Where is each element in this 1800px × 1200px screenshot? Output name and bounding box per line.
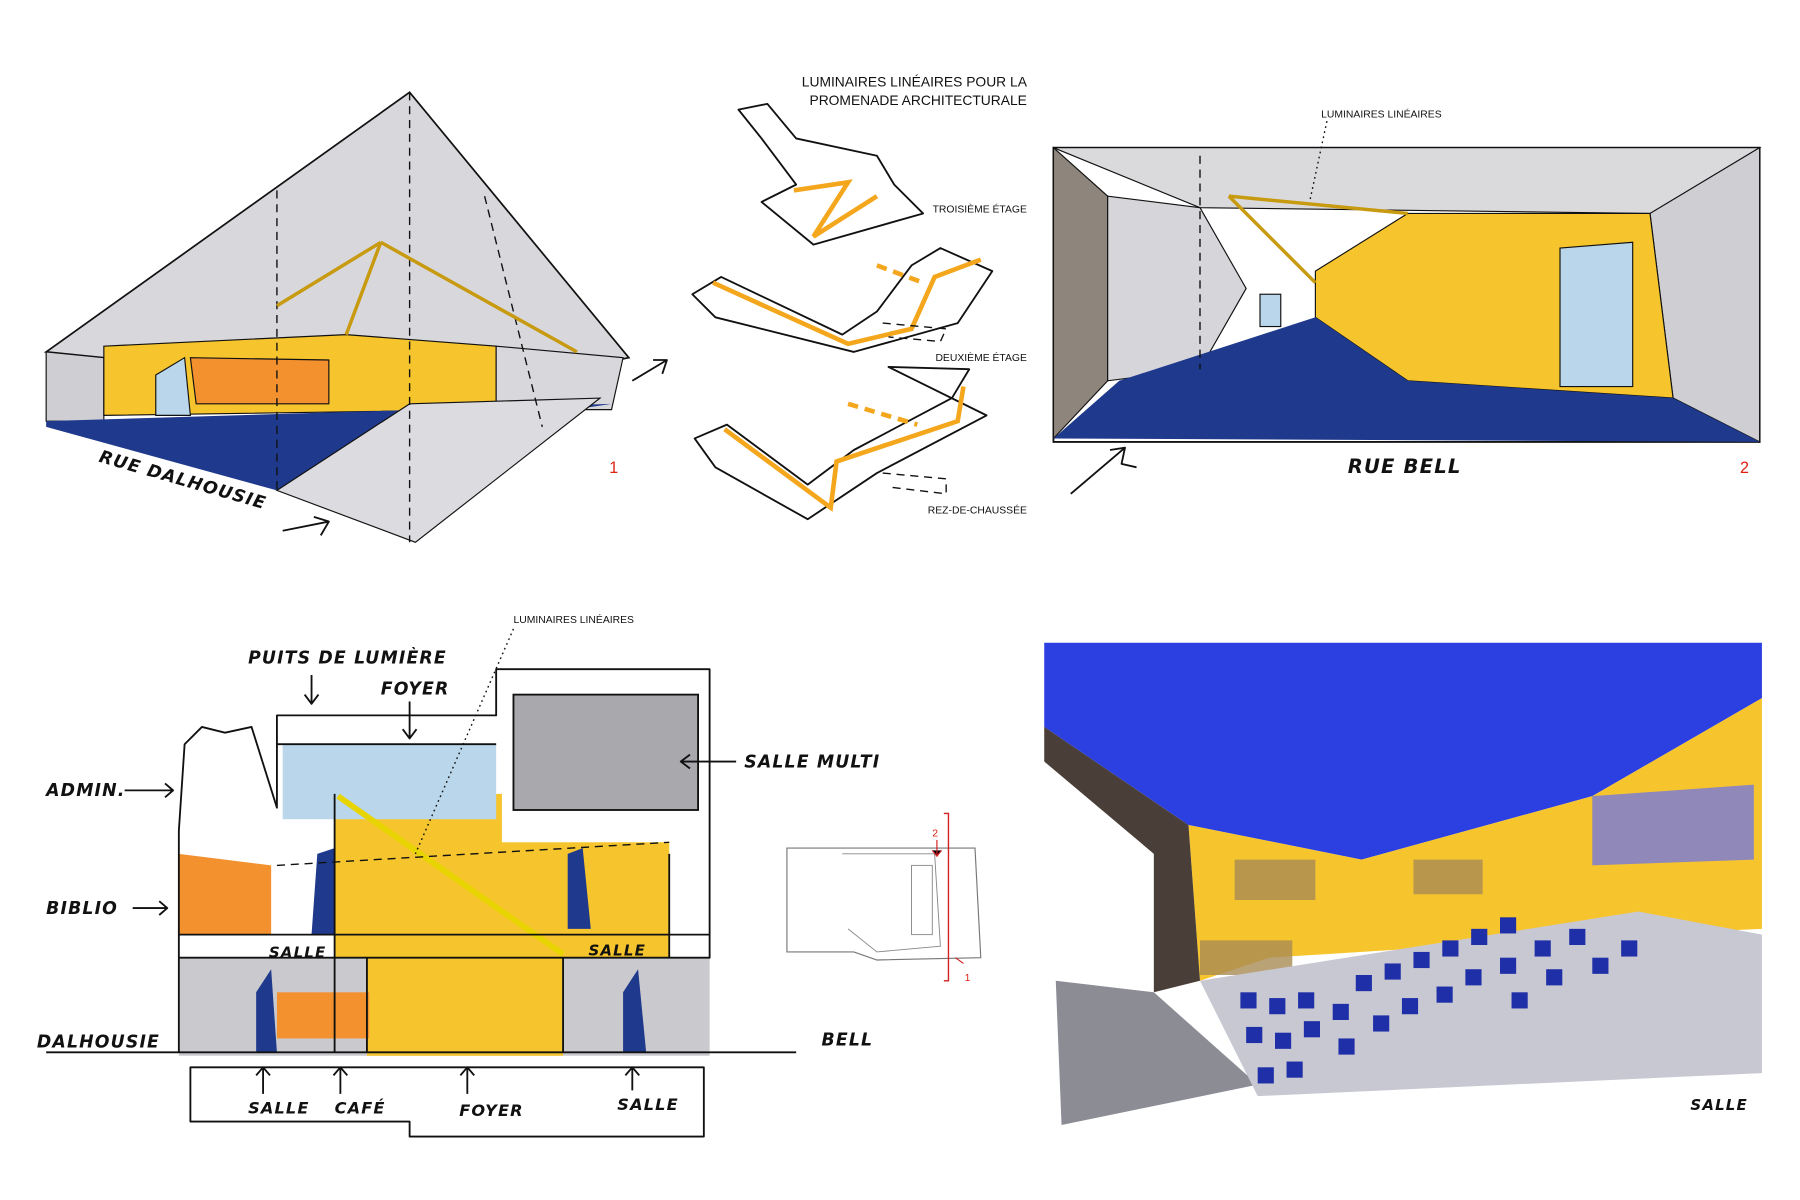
- label-salle-left: SALLE: [269, 944, 327, 962]
- label-admin: ADMIN.: [44, 781, 125, 801]
- luminaires-annotation-section: LUMINAIRES LINÉAIRES: [513, 613, 634, 626]
- level-label-second: DEUXIÈME ÉTAGE: [935, 351, 1027, 364]
- label-biblio: BIBLIO: [46, 899, 118, 919]
- label-bell: BELL: [822, 1030, 874, 1050]
- luminaires-annotation-2: LUMINAIRES LINÉAIRES: [1321, 108, 1442, 121]
- label-salle-sketch: SALLE: [1690, 1096, 1748, 1114]
- sketch-3-salle: SALLE: [1044, 642, 1762, 1125]
- sketch-2-perspective: LUMINAIRES LINÉAIRES RUE BELL 2: [1052, 108, 1762, 495]
- key-plan: 2 1: [786, 812, 982, 984]
- seats: [1240, 917, 1638, 1084]
- sketch-1-perspective: RUE DALHOUSIE 1: [43, 91, 668, 543]
- view-number-2: 2: [1740, 459, 1749, 477]
- building-section: LUMINAIRES LINÉAIRES PUITS DE LUMIÈRE FO…: [37, 613, 880, 1138]
- keyplan-marker-1: 1: [965, 973, 971, 984]
- label-bottom-cafe: CAFÉ: [335, 1098, 386, 1117]
- diagram-title-line2: PROMENADE ARCHITECTURALE: [809, 92, 1026, 108]
- luminaires-diagram: LUMINAIRES LINÉAIRES POUR LA PROMENADE A…: [691, 74, 1028, 521]
- keyplan-marker-2: 2: [932, 829, 938, 840]
- label-salle-multi: SALLE MULTI: [744, 752, 880, 772]
- view-number-1: 1: [609, 459, 618, 477]
- diagram-title-line1: LUMINAIRES LINÉAIRES POUR LA: [802, 74, 1028, 90]
- level-label-third: TROISIÈME ÉTAGE: [933, 202, 1027, 215]
- label-foyer-top: FOYER: [381, 680, 450, 700]
- label-puits-de-lumiere: PUITS DE LUMIÈRE: [248, 646, 447, 668]
- label-bottom-foyer: FOYER: [459, 1101, 523, 1120]
- label-salle-right: SALLE: [588, 941, 646, 959]
- street-label-bell: RUE BELL: [1348, 455, 1462, 478]
- label-bottom-salle-2: SALLE: [617, 1095, 678, 1114]
- level-label-ground: REZ-DE-CHAUSSÉE: [928, 503, 1027, 516]
- label-bottom-salle-1: SALLE: [248, 1098, 309, 1117]
- label-dalhousie: DALHOUSIE: [37, 1033, 160, 1053]
